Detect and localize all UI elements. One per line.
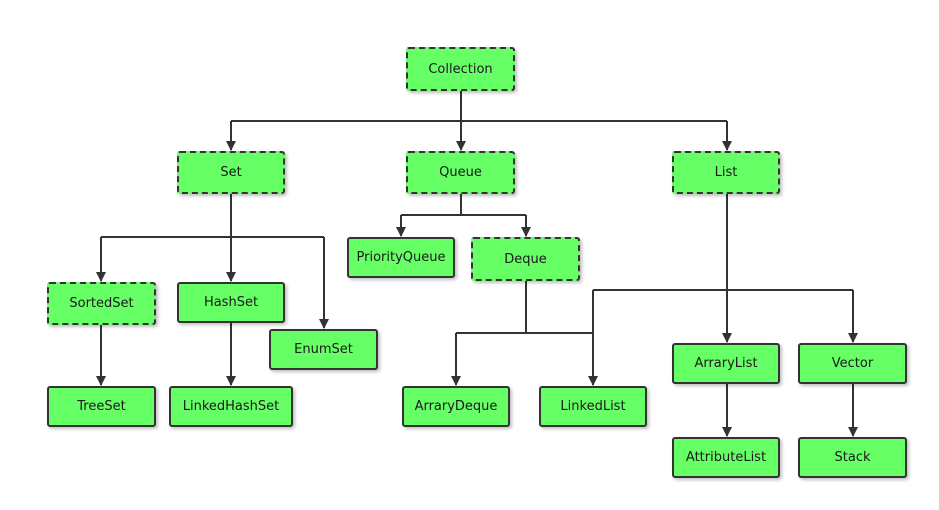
node-arraydeque-label: ArraryDeque (414, 399, 498, 414)
node-deque-label: Deque (504, 251, 547, 267)
node-set-label: Set (220, 165, 242, 180)
node-queue: Queue (406, 151, 515, 194)
node-set: Set (177, 151, 285, 194)
node-list-label: List (714, 165, 738, 180)
node-linkedlist-label: LinkedList (560, 399, 626, 414)
node-hashset-label: HashSet (203, 295, 259, 310)
node-linkedhashset-label: LinkedHashSet (182, 399, 280, 414)
node-treeset-label: TreeSet (77, 399, 126, 414)
edge-list-trunk (593, 193, 853, 291)
node-priorityqueue-label: PriorityQueue (356, 250, 446, 265)
node-priorityqueue: PriorityQueue (347, 237, 455, 278)
node-arraydeque: ArraryDeque (402, 386, 510, 427)
node-deque: Deque (471, 237, 580, 281)
node-enumset: EnumSet (269, 329, 378, 370)
node-list: List (672, 151, 780, 194)
node-vector: Vector (798, 343, 907, 384)
node-attributelist-label: AttributeList (685, 450, 767, 465)
node-collection: Collection (406, 47, 515, 91)
edge-collection-trunk (231, 91, 727, 122)
node-sortedset-label: SortedSet (69, 296, 134, 311)
node-treeset: TreeSet (47, 386, 156, 427)
node-collection-label: Collection (428, 61, 493, 77)
node-attributelist: AttributeList (672, 437, 780, 478)
node-sortedset: SortedSet (47, 282, 156, 325)
edge-queue-trunk (401, 193, 526, 216)
edge-set-trunk (101, 193, 324, 238)
node-linkedlist: LinkedList (539, 386, 647, 427)
node-stack-label: Stack (834, 450, 871, 465)
node-enumset-label: EnumSet (294, 342, 353, 357)
node-queue-label: Queue (439, 165, 482, 180)
node-arraylist-label: ArraryList (694, 356, 758, 371)
edge-deque-trunk (456, 281, 593, 334)
node-hashset: HashSet (177, 282, 285, 323)
node-stack: Stack (798, 437, 907, 478)
node-linkedhashset: LinkedHashSet (169, 386, 293, 427)
node-vector-label: Vector (831, 356, 874, 371)
node-arraylist: ArraryList (672, 343, 780, 384)
